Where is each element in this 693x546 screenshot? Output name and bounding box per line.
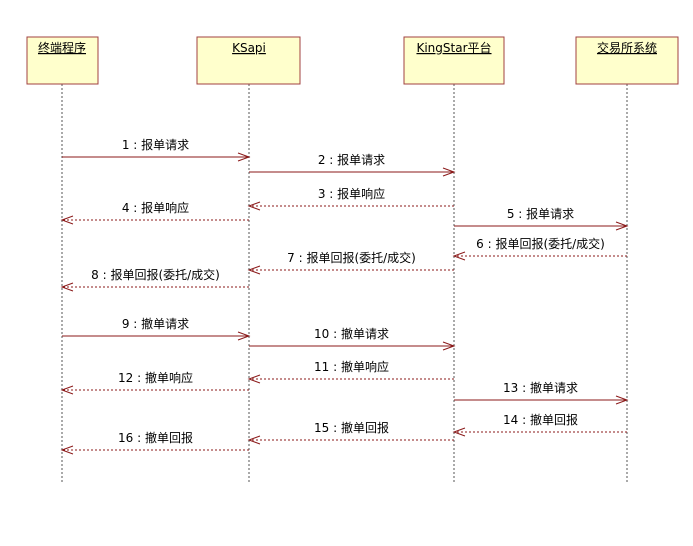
actor-terminal: 终端程序 [26, 36, 99, 483]
arrowhead-icon [247, 265, 261, 275]
message-3: 3 : 报单响应 [247, 186, 454, 211]
message-9: 9 : 撤单请求 [62, 316, 251, 341]
message-label: 2 : 报单请求 [318, 152, 385, 167]
message-label: 12 : 撤单响应 [118, 370, 193, 385]
message-2: 2 : 报单请求 [249, 152, 456, 177]
actor-box-ksapi [196, 36, 301, 85]
message-label: 4 : 报单响应 [122, 200, 189, 215]
arrowhead-icon [247, 374, 261, 384]
arrowhead-icon [442, 341, 456, 351]
arrowhead-icon [60, 385, 74, 395]
message-label: 7 : 报单回报(委托/成交) [287, 250, 416, 265]
actor-label-ksapi: KSapi [232, 41, 266, 55]
message-label: 9 : 撤单请求 [122, 316, 189, 331]
message-1: 1 : 报单请求 [62, 137, 251, 162]
actor-exchange: 交易所系统 [575, 36, 679, 483]
message-14: 14 : 撤单回报 [452, 412, 627, 437]
message-label: 15 : 撤单回报 [314, 420, 389, 435]
arrowhead-icon [60, 215, 74, 225]
message-5: 5 : 报单请求 [454, 206, 629, 231]
message-4: 4 : 报单响应 [60, 200, 249, 225]
message-16: 16 : 撤单回报 [60, 430, 249, 455]
actor-kingstar: KingStar平台 [403, 36, 505, 483]
arrowhead-icon [452, 251, 466, 261]
arrowhead-icon [60, 445, 74, 455]
actor-ksapi: KSapi [196, 36, 301, 483]
arrowhead-icon [247, 201, 261, 211]
arrowhead-icon [615, 395, 629, 405]
arrowhead-icon [237, 152, 251, 162]
message-label: 13 : 撤单请求 [503, 380, 578, 395]
message-7: 7 : 报单回报(委托/成交) [247, 250, 454, 275]
arrowhead-icon [60, 282, 74, 292]
message-label: 11 : 撤单响应 [314, 359, 389, 374]
message-label: 16 : 撤单回报 [118, 430, 193, 445]
message-10: 10 : 撤单请求 [249, 326, 456, 351]
message-label: 3 : 报单响应 [318, 186, 385, 201]
message-12: 12 : 撤单响应 [60, 370, 249, 395]
arrowhead-icon [442, 167, 456, 177]
message-label: 14 : 撤单回报 [503, 412, 578, 427]
message-label: 8 : 报单回报(委托/成交) [91, 267, 220, 282]
actor-label-terminal: 终端程序 [38, 40, 86, 55]
message-label: 1 : 报单请求 [122, 137, 189, 152]
arrowhead-icon [452, 427, 466, 437]
arrowhead-icon [237, 331, 251, 341]
actor-label-kingstar: KingStar平台 [416, 40, 491, 55]
message-11: 11 : 撤单响应 [247, 359, 454, 384]
message-15: 15 : 撤单回报 [247, 420, 454, 445]
actor-box-terminal [26, 36, 99, 85]
message-label: 6 : 报单回报(委托/成交) [476, 236, 605, 251]
actor-box-kingstar [403, 36, 505, 85]
message-13: 13 : 撤单请求 [454, 380, 629, 405]
message-6: 6 : 报单回报(委托/成交) [452, 236, 627, 261]
message-8: 8 : 报单回报(委托/成交) [60, 267, 249, 292]
actor-box-exchange [575, 36, 679, 85]
arrowhead-icon [247, 435, 261, 445]
arrowhead-icon [615, 221, 629, 231]
message-label: 10 : 撤单请求 [314, 326, 389, 341]
message-label: 5 : 报单请求 [507, 206, 574, 221]
actor-label-exchange: 交易所系统 [597, 40, 657, 55]
